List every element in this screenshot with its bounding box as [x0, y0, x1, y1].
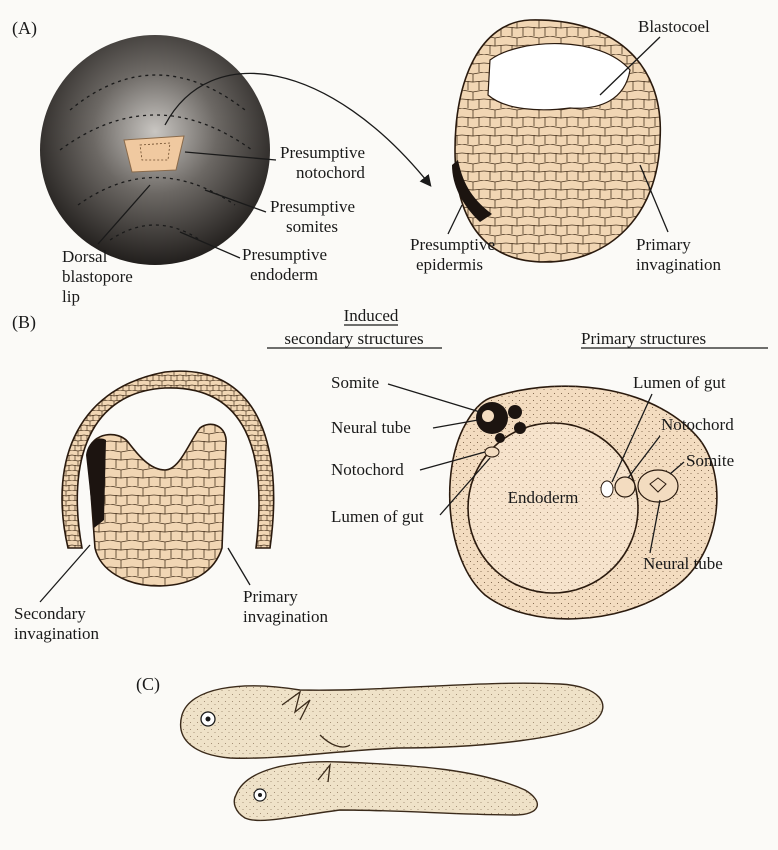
- label-presumptive-notochord-1: Presumptive: [280, 143, 365, 162]
- panel-a-labels: Blastocoel Presumptive notochord Presump…: [62, 17, 721, 306]
- label-somite-left: Somite: [331, 373, 379, 392]
- presumptive-notochord-region: [123, 135, 185, 173]
- label-primary-invagination-a-2: invagination: [636, 255, 721, 274]
- secondary-tadpole: [233, 761, 538, 822]
- blastula-section: [452, 19, 662, 263]
- label-dorsal-blastopore-lip-2: blastopore: [62, 267, 133, 286]
- label-primary-invagination-a-1: Primary: [636, 235, 691, 254]
- label-blastocoel: Blastocoel: [638, 17, 710, 36]
- label-lumen-of-gut-right: Lumen of gut: [633, 373, 726, 392]
- panel-b-left-labels: Secondary invagination Primary invaginat…: [14, 544, 328, 643]
- transplant-arrow: [164, 72, 432, 187]
- cross-section-left-labels: Somite Neural tube Notochord Lumen of gu…: [331, 373, 491, 526]
- label-presumptive-epidermis-1: Presumptive: [410, 235, 495, 254]
- label-dorsal-blastopore-lip-3: lip: [62, 287, 80, 306]
- label-primary-invagination-b-1: Primary: [243, 587, 298, 606]
- secondary-embryo-section: [61, 370, 275, 587]
- label-presumptive-endoderm-2: endoderm: [250, 265, 318, 284]
- label-primary-invagination-b-2: invagination: [243, 607, 328, 626]
- primary-axis: [600, 469, 679, 503]
- label-neural-tube-right: Neural tube: [643, 554, 723, 573]
- label-lumen-of-gut-left: Lumen of gut: [331, 507, 424, 526]
- cross-section: Endoderm: [448, 385, 718, 620]
- blastocoel-cavity: [487, 42, 631, 111]
- label-endoderm: Endoderm: [508, 488, 579, 507]
- label-somite-right: Somite: [686, 451, 734, 470]
- induced-heading-1: Induced: [344, 306, 399, 325]
- label-presumptive-somites-1: Presumptive: [270, 197, 355, 216]
- panel-c-label: (C): [136, 674, 160, 695]
- primary-heading: Primary structures: [581, 329, 768, 349]
- label-presumptive-notochord-2: notochord: [296, 163, 365, 182]
- primary-tadpole: [179, 682, 604, 759]
- panel-a-label: (A): [12, 18, 37, 39]
- gastrula-whole-embryo: [40, 35, 270, 265]
- cross-section-right-labels: Lumen of gut Notochord Somite Neural tub…: [611, 373, 734, 573]
- secondary-axis: [476, 402, 526, 458]
- label-dorsal-blastopore-lip-1: Dorsal: [62, 247, 108, 266]
- label-notochord-left: Notochord: [331, 460, 404, 479]
- induced-heading: Induced secondary structures: [267, 306, 442, 349]
- label-secondary-invagination-1: Secondary: [14, 604, 86, 623]
- twin-tadpoles: [179, 682, 604, 822]
- label-presumptive-epidermis-2: epidermis: [416, 255, 483, 274]
- label-notochord-right: Notochord: [661, 415, 734, 434]
- label-secondary-invagination-2: invagination: [14, 624, 99, 643]
- panel-b-label: (B): [12, 312, 36, 333]
- label-presumptive-endoderm-1: Presumptive: [242, 245, 327, 264]
- induced-heading-2: secondary structures: [284, 329, 423, 348]
- primary-heading-text: Primary structures: [581, 329, 706, 348]
- label-neural-tube-left: Neural tube: [331, 418, 411, 437]
- label-presumptive-somites-2: somites: [286, 217, 338, 236]
